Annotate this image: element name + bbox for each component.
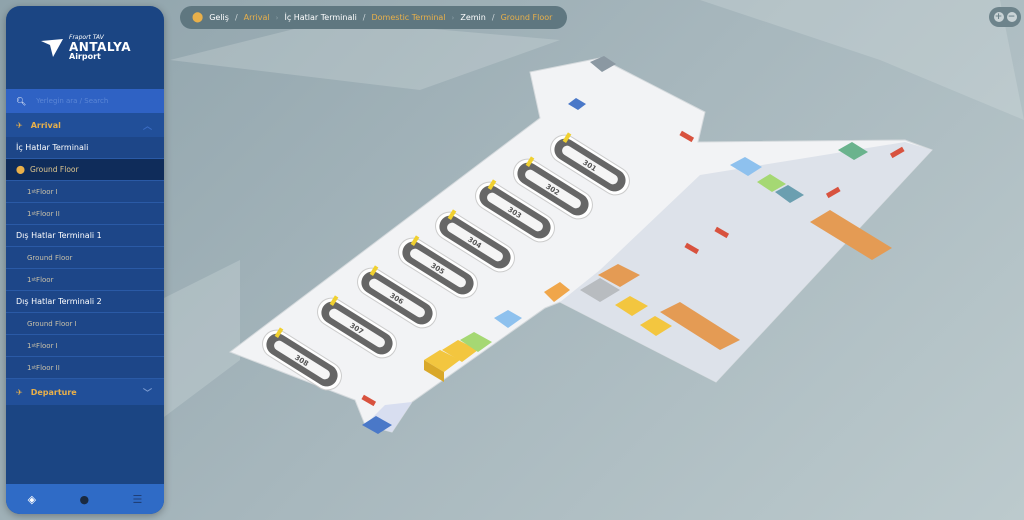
ordinal-suffix: st (31, 364, 37, 371)
breadcrumb-terminal-tr[interactable]: İç Hatlar Terminali (284, 13, 357, 22)
breadcrumb-floor[interactable]: Ground Floor (500, 13, 553, 22)
breadcrumb-arrival-tr[interactable]: Geliş (209, 13, 229, 22)
sidebar-item-label: Dış Hatlar Terminali 2 (16, 297, 102, 306)
floor-number: 1 (27, 275, 32, 284)
ordinal-suffix: st (31, 276, 37, 283)
logo-sub: Airport (69, 51, 101, 61)
location-pin-icon: ⬤ (192, 12, 204, 23)
location-pin-icon: ⬤ (16, 165, 25, 174)
arrival-plane-icon: ✈ (16, 120, 23, 130)
sidebar-item-label: Floor II (36, 209, 60, 218)
sidebar-item[interactable]: Ground Floor (6, 247, 164, 269)
facility-boxes (362, 56, 892, 434)
sidebar-item[interactable]: ⬤ Ground Floor (6, 159, 164, 181)
breadcrumb-terminal[interactable]: Domestic Terminal (371, 13, 446, 22)
floor-number: 1 (27, 363, 32, 372)
zoom-out-icon[interactable]: − (1006, 12, 1017, 22)
sidebar-item-label: Floor I (36, 341, 58, 350)
baggage-carousel[interactable]: 307 (312, 291, 403, 363)
baggage-carousel[interactable]: 304 (430, 205, 521, 277)
sidebar-item-label: Ground Floor I (27, 319, 77, 328)
chevron-up-icon: ︿ (142, 121, 152, 132)
sidebar-item-label: Ground Floor (29, 165, 79, 174)
zoom-controls: +− (989, 7, 1021, 27)
departure-plane-icon: ✈ (16, 387, 23, 397)
sidebar-item-label: Dış Hatlar Terminali 1 (16, 231, 102, 240)
layers-icon[interactable]: ◈ (27, 492, 37, 506)
separator: / (234, 13, 238, 22)
logo-brand: Fraport TAV (69, 33, 104, 41)
baggage-carousel[interactable]: 308 (257, 323, 348, 395)
floor-number: 1 (27, 341, 32, 350)
search-input[interactable] (36, 97, 147, 105)
floor-number: 1 (27, 187, 32, 196)
breadcrumb: ⬤ Geliş / Arrival › İç Hatlar Terminali / Do… (180, 6, 567, 29)
sidebar-item[interactable]: İç Hatlar Terminali (6, 137, 164, 159)
breadcrumb-floor-tr[interactable]: Zemin (460, 13, 486, 22)
chevron-right-icon: › (275, 13, 279, 22)
separator: / (491, 13, 495, 22)
info-icon[interactable]: ● (79, 492, 90, 506)
breadcrumb-arrival[interactable]: Arrival (243, 13, 270, 22)
logo-icon (41, 38, 63, 57)
logo-name: ANTALYA (69, 39, 131, 54)
baggage-carousel[interactable]: 303 (470, 175, 561, 247)
sidebar-item-label: Floor (36, 275, 54, 284)
separator: / (362, 13, 366, 22)
zoom-in-icon[interactable]: + (993, 12, 1004, 22)
departure-label: Departure (30, 387, 77, 397)
ordinal-suffix: st (31, 188, 37, 195)
baggage-carousel[interactable]: 305 (393, 231, 484, 303)
sidebar-item-label: Ground Floor (27, 253, 73, 262)
sliders-icon[interactable]: ☰ (132, 492, 143, 506)
ordinal-suffix: st (31, 210, 37, 217)
sidebar-item[interactable]: Ground Floor I (6, 313, 164, 335)
baggage-carousel[interactable]: 306 (352, 261, 443, 333)
section-arrival[interactable]: ✈ Arrival ︿ (6, 113, 164, 137)
arrival-label: Arrival (30, 120, 61, 130)
floor-number: 1 (27, 209, 32, 218)
search-icon: 🔍︎ (16, 96, 27, 106)
chevron-right-icon: › (451, 13, 455, 22)
direction-arrows (361, 130, 905, 407)
sidebar-item[interactable]: Dış Hatlar Terminali 2 (6, 291, 164, 313)
section-departure[interactable]: ✈ Departure ﹀ (6, 379, 164, 405)
sidebar-item-label: Floor I (36, 187, 58, 196)
sidebar-item[interactable]: Dış Hatlar Terminali 1 (6, 225, 164, 247)
sidebar-item-label: İç Hatlar Terminali (16, 143, 89, 152)
bottom-toolbar: ◈ ● ☰ (6, 484, 164, 514)
chevron-down-icon: ﹀ (142, 388, 152, 399)
sidebar-item-label: Floor II (36, 363, 60, 372)
baggage-carousel[interactable]: 302 (508, 152, 599, 224)
ordinal-suffix: st (31, 342, 37, 349)
baggage-carousel[interactable]: 301 (545, 128, 636, 200)
search-bar: 🔍︎ (6, 89, 164, 113)
